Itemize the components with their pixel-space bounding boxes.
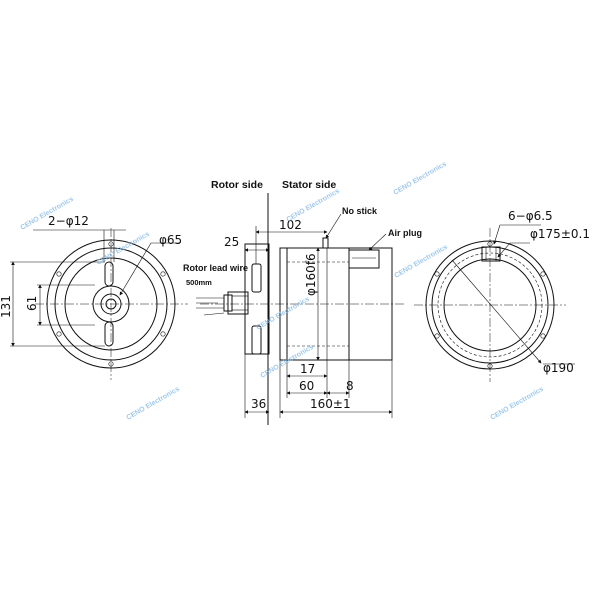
lead-length-label: 500mm: [186, 278, 212, 287]
left-holes-dim: 2−φ12: [48, 214, 89, 228]
watermark: CENO Electronics: [393, 161, 448, 197]
left-height-inner-dim: 61: [25, 296, 39, 311]
air-plug-label: Air plug: [388, 228, 422, 238]
left-bolt-holes: [56, 241, 166, 367]
dim-25: 25: [224, 235, 239, 249]
stator-side-label: Stator side: [282, 179, 336, 191]
watermark: CENO Electronics: [286, 188, 341, 224]
front-side-view: Rotor side Stator side No stick: [183, 179, 422, 425]
watermark: CENO Electronics: [256, 296, 311, 332]
watermark: CENO Electronics: [126, 386, 181, 422]
dim-36: 36: [251, 397, 266, 411]
left-bore-dim: φ65: [159, 233, 182, 247]
left-height-outer-dim: 131: [0, 295, 13, 318]
right-end-view: 6−φ6.5 φ175±0.1 φ190: [414, 209, 590, 382]
dim-60: 60: [299, 379, 314, 393]
left-end-view: 2−φ12 φ65 131 61: [0, 214, 188, 380]
right-outer-dim: φ190: [543, 361, 574, 375]
right-holes-dim: 6−φ6.5: [508, 209, 553, 223]
watermark: CENO Electronics: [490, 386, 545, 422]
dim-17: 17: [300, 362, 315, 376]
rotor-lead-wire-label: Rotor lead wire: [183, 263, 248, 273]
dim-8: 8: [346, 379, 354, 393]
dim-length: 160±1: [310, 397, 351, 411]
right-bolt-holes: [434, 241, 546, 369]
dim-102: 102: [279, 218, 302, 232]
rotor-side-label: Rotor side: [211, 179, 263, 191]
right-pcd-dim: φ175±0.1: [530, 227, 590, 241]
dim-dia-160: φ160f6: [304, 253, 318, 296]
no-stick-label: No stick: [342, 206, 378, 216]
